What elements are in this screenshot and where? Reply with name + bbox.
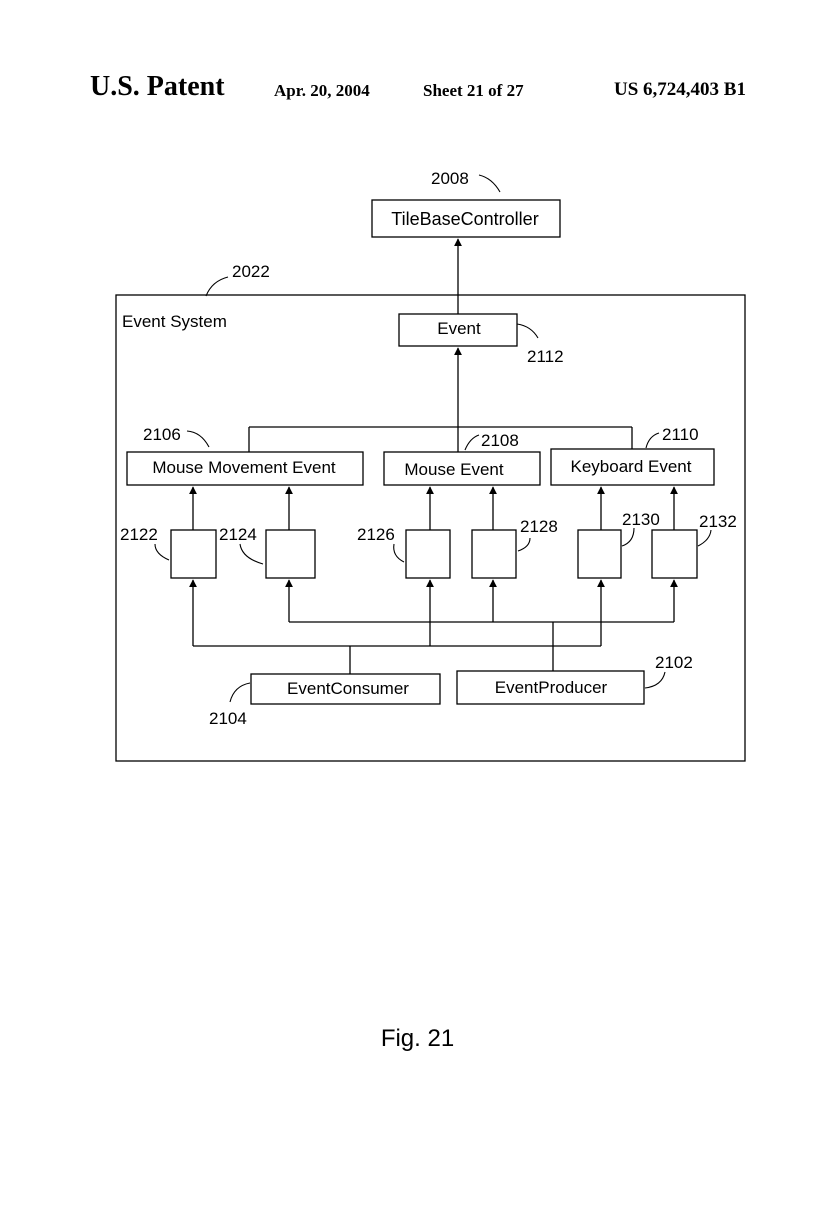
ref-2130: 2130 (622, 510, 660, 529)
patent-title: U.S. Patent (90, 71, 225, 102)
handler-box-2128 (471, 529, 517, 579)
connectors (189, 238, 678, 674)
event-producer-label: EventProducer (495, 678, 608, 697)
figure-caption: Fig. 21 (380, 1025, 455, 1052)
ref-2122: 2122 (120, 525, 158, 544)
sheet-number: Sheet 21 of 27 (423, 81, 524, 100)
mouse-event-box (383, 451, 541, 486)
handler-box-2130 (577, 529, 622, 579)
ref-2132: 2132 (699, 512, 737, 531)
ref-2128: 2128 (520, 517, 558, 536)
handler-box-2126 (405, 529, 451, 579)
event-consumer-box (250, 673, 441, 705)
ref-2022: 2022 (232, 262, 270, 281)
patent-date: Apr. 20, 2004 (274, 81, 370, 100)
handler-box-2132 (651, 529, 698, 579)
event-system-label: Event System (122, 312, 227, 331)
mouse-movement-event-label: Mouse Movement Event (152, 458, 336, 477)
handler-box-2124 (265, 529, 316, 579)
event-label: Event (437, 319, 481, 338)
ref-2102: 2102 (655, 653, 693, 672)
ref-2126: 2126 (357, 525, 395, 544)
ref-2008: 2008 (431, 169, 469, 188)
mouse-movement-event-box (126, 451, 364, 486)
controller-box (371, 199, 561, 238)
event-consumer-label: EventConsumer (287, 679, 409, 698)
keyboard-event-label: Keyboard Event (571, 457, 692, 476)
controller-label: TileBaseController (391, 209, 538, 229)
event-system-box (115, 294, 746, 762)
ref-2124: 2124 (219, 525, 257, 544)
ref-2112: 2112 (527, 347, 564, 366)
ref-2110: 2110 (662, 425, 699, 444)
leader-lines (154, 174, 712, 703)
ref-2104: 2104 (209, 709, 247, 728)
event-producer-box (456, 670, 645, 705)
ref-2108: 2108 (481, 431, 519, 450)
mouse-event-label: Mouse Event (404, 460, 503, 479)
ref-2106: 2106 (143, 425, 181, 444)
handler-box-2122 (170, 529, 217, 579)
patent-number: US 6,724,403 B1 (614, 79, 746, 100)
